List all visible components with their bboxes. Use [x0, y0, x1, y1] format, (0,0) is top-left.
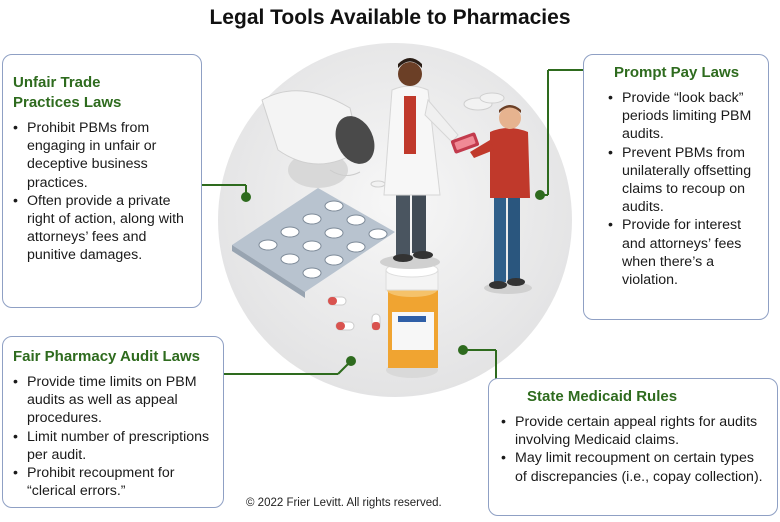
copyright-footer: © 2022 Frier Levitt. All rights reserved…: [246, 497, 442, 509]
fair-pharmacy-audit-box: Fair Pharmacy Audit Laws Provide time li…: [2, 336, 224, 508]
page-title: Legal Tools Available to Pharmacies: [209, 6, 571, 29]
medicaid-heading: State Medicaid Rules: [527, 388, 678, 405]
unfair-trade-heading-line1: Unfair Trade: [13, 74, 101, 91]
fair-audit-bullets: Provide time limits on PBM audits as wel…: [13, 373, 215, 500]
state-medicaid-box: State Medicaid Rules Provide certain app…: [488, 378, 778, 516]
prompt-pay-box: Prompt Pay Laws Provide “look back” peri…: [583, 54, 769, 320]
prompt-pay-heading: Prompt Pay Laws: [614, 64, 740, 81]
pill-bottle-icon: [261, 90, 375, 188]
pharmacist-figure: [380, 58, 459, 269]
prescription-bottle-icon: [385, 262, 439, 378]
bullet-item: Provide time limits on PBM audits as wel…: [13, 373, 215, 428]
blister-pack-icon: [232, 188, 395, 298]
tablets-icon: [370, 92, 505, 188]
unfair-trade-heading: Unfair Trade Practices Laws: [13, 73, 193, 113]
medicaid-bullets: Provide certain appeal rights for audits…: [501, 413, 769, 486]
bullet-item: Often provide a private right of action,…: [13, 192, 193, 265]
bullet-item: Prohibit recoupment for “clerical errors…: [13, 464, 215, 500]
bullet-item: Limit number of prescriptions per audit.: [13, 428, 215, 464]
bullet-item: Provide “look back” periods limiting PBM…: [608, 89, 760, 144]
prompt-pay-bullets: Provide “look back” periods limiting PBM…: [608, 89, 760, 289]
bullet-item: Provide for interest and attorneys’ fees…: [608, 216, 760, 289]
unfair-trade-bullets: Prohibit PBMs from engaging in unfair or…: [13, 119, 193, 265]
tablet-device-icon: [450, 132, 480, 154]
customer-figure: [470, 105, 532, 294]
bullet-item: Provide certain appeal rights for audits…: [501, 413, 769, 449]
bullet-item: Prevent PBMs from unilaterally offsettin…: [608, 144, 760, 217]
unfair-trade-practices-box: Unfair Trade Practices Laws Prohibit PBM…: [2, 54, 202, 308]
bullet-item: Prohibit PBMs from engaging in unfair or…: [13, 119, 193, 192]
fair-audit-heading: Fair Pharmacy Audit Laws: [13, 348, 201, 365]
unfair-trade-heading-line2: Practices Laws: [13, 94, 122, 111]
bullet-item: May limit recoupment on certain types of…: [501, 449, 769, 485]
capsules-icon: [327, 296, 381, 331]
